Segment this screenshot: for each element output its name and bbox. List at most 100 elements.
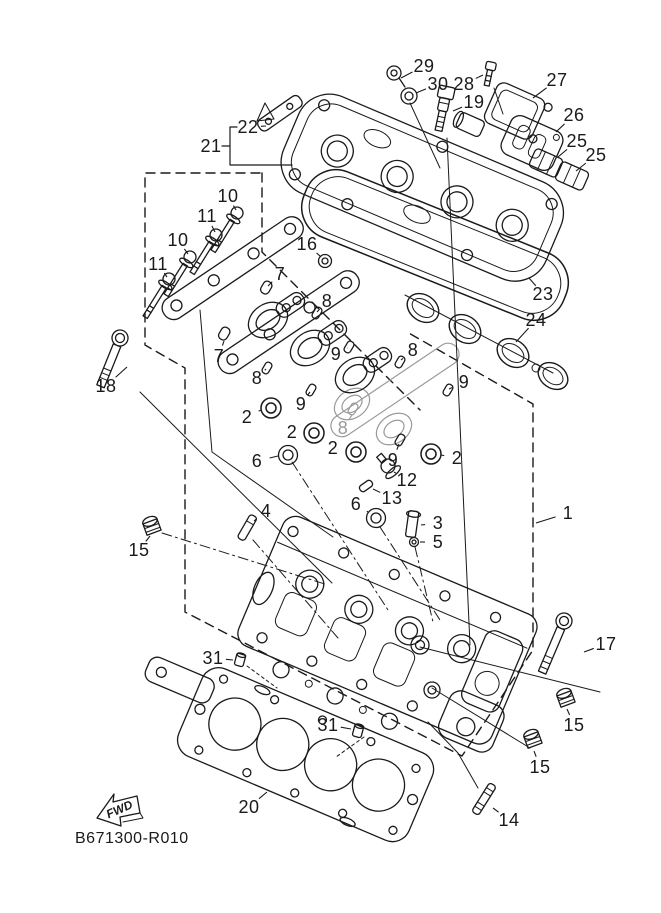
rocker-assembly	[142, 206, 454, 465]
part-label-17: 17	[595, 634, 616, 654]
leader-line-14	[492, 807, 499, 813]
diagram-code: B671300-R010	[75, 830, 189, 847]
rocker-arm	[247, 291, 306, 339]
leader-line-9	[307, 391, 311, 396]
part-label-27: 27	[546, 70, 567, 90]
ring-5	[408, 536, 420, 548]
leader-line-10	[183, 248, 189, 255]
leader-line-2	[258, 409, 262, 412]
valve-guide-3	[404, 510, 422, 538]
part-label-11: 11	[197, 206, 217, 226]
leader-line-12	[393, 471, 397, 474]
leader-line-16	[316, 252, 322, 258]
part-label-21: 21	[200, 136, 221, 156]
part-label-8: 8	[408, 340, 419, 360]
cylinder-head	[237, 515, 538, 753]
bolt-17	[537, 612, 573, 675]
leader-line-18	[115, 366, 128, 378]
leader-line-29	[400, 71, 413, 79]
part-label-3: 3	[433, 513, 444, 533]
part-label-7: 7	[214, 346, 225, 366]
leader-line-13	[372, 488, 381, 493]
leader-line-8	[400, 357, 404, 361]
part-label-1: 1	[563, 503, 574, 523]
part-label-14: 14	[498, 810, 519, 830]
part-label-9: 9	[331, 344, 342, 364]
part-label-15: 15	[128, 540, 149, 560]
leader-line-25	[557, 148, 568, 158]
part-label-12: 12	[396, 470, 417, 490]
bracket-21-lines	[221, 126, 293, 166]
rocker-arm	[289, 319, 348, 367]
part-label-2: 2	[287, 422, 298, 442]
leader-line-20	[258, 791, 268, 800]
leader-line-9	[448, 386, 453, 390]
leader-line-19	[452, 106, 463, 112]
valve-seals	[260, 397, 442, 465]
leader-line-11	[163, 272, 168, 278]
part-label-24: 24	[525, 310, 546, 330]
leader-line-6	[366, 510, 369, 513]
rocker-arm	[334, 346, 393, 394]
part-label-22: 22	[237, 117, 258, 137]
leader-lines	[115, 71, 594, 813]
part-label-2: 2	[242, 407, 253, 427]
part-label-9: 9	[296, 394, 307, 414]
part-label-10: 10	[167, 230, 188, 250]
part-label-10: 10	[217, 186, 238, 206]
leader-line-2	[440, 454, 445, 457]
bolt-28	[483, 60, 497, 87]
part-label-31: 31	[202, 648, 223, 668]
bolt-12	[376, 452, 402, 480]
leader-line-17	[583, 647, 594, 653]
coil-plate	[500, 114, 564, 172]
fwd-arrow	[96, 793, 144, 827]
part-label-5: 5	[433, 532, 444, 552]
plug-15	[142, 515, 576, 749]
part-label-20: 20	[238, 797, 259, 817]
part-label-11: 11	[148, 254, 168, 274]
screw-13	[358, 479, 374, 493]
leader-line-1	[535, 516, 556, 524]
part-label-23: 23	[532, 284, 553, 304]
part-label-4: 4	[261, 501, 272, 521]
rocker-bolt	[142, 206, 244, 320]
part-label-9: 9	[388, 450, 399, 470]
head-gasket	[144, 656, 435, 843]
part-label-25: 25	[566, 131, 587, 151]
leader-line-10	[232, 205, 237, 211]
stud-14	[472, 782, 496, 816]
cap-nut-6	[277, 444, 387, 529]
leader-line-7	[221, 340, 225, 346]
leader-line-30	[415, 88, 427, 94]
leader-line-28	[475, 74, 484, 79]
screw-29	[386, 65, 406, 88]
leader-line-24	[515, 327, 530, 343]
stud-4	[237, 514, 258, 541]
part-label-26: 26	[563, 105, 584, 125]
leader-line-31	[340, 726, 352, 730]
part-label-9: 9	[459, 372, 470, 392]
part-label-30: 30	[427, 74, 448, 94]
leader-line-11	[211, 225, 216, 233]
leader-line-7	[267, 281, 273, 287]
ignition-coil	[452, 82, 553, 144]
part-label-25: 25	[585, 145, 606, 165]
part-label-28: 28	[453, 74, 474, 94]
leader-line-8	[316, 308, 321, 313]
spark-plug	[434, 84, 456, 133]
leader-line-4	[253, 518, 257, 522]
part-label-15: 15	[529, 757, 550, 777]
install-lines	[139, 87, 601, 789]
leader-line-27	[532, 87, 547, 99]
grommet-30	[400, 87, 418, 105]
leader-line-9	[396, 443, 400, 450]
leader-line-15	[145, 535, 151, 542]
part-label-7: 7	[275, 264, 286, 284]
leader-line-31	[225, 658, 234, 661]
leader-line-6	[269, 455, 279, 459]
part-label-18: 18	[95, 376, 116, 396]
